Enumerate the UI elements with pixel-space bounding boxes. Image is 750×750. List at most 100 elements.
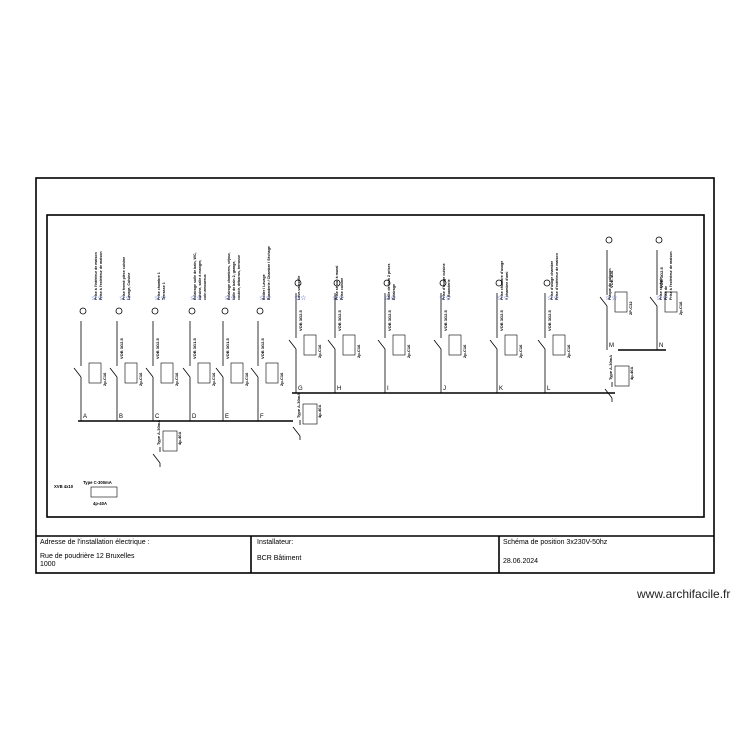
cable-rating: VOB 3G2.5: [499, 310, 504, 331]
outlet-symbol: [188, 307, 196, 315]
circuit-label: Prise chambre 1: [157, 272, 161, 300]
circuit-label: Prise séjour à mural: [335, 266, 339, 300]
differential-3: Type A-30mA 4p-40A: [604, 355, 634, 402]
differential-type: Type A-30mA: [156, 420, 161, 445]
circuit-letter: N: [659, 343, 663, 349]
circuit-label: + Buanderie: [447, 279, 451, 300]
device-icon: ☆☆: [439, 294, 452, 302]
main-box: [90, 486, 118, 498]
installer-label: Installateur:: [257, 539, 294, 546]
circuit-label: Plaque de cuisson: [608, 268, 612, 300]
breaker-box: [265, 362, 279, 384]
circuit-label: Prise de: [664, 286, 668, 300]
circuit-letter: B: [119, 414, 123, 420]
outlet-symbol: [655, 236, 663, 244]
circuit-breaker-contact: [327, 339, 336, 350]
device-icon: ☆☆: [332, 294, 345, 302]
schema-date: 28.06.2024: [503, 558, 539, 565]
device-icon: ☆☆: [259, 294, 272, 302]
circuit-label: Salle de bain 2 prises: [387, 263, 391, 300]
breaker-rating: 2p-C16: [102, 372, 107, 386]
circuit-label: Prise à l'intérieur de maison: [94, 252, 98, 300]
outlet-symbol: [79, 307, 87, 315]
circuit-letter: H: [337, 386, 341, 392]
device-icon: ☆☆: [497, 294, 510, 302]
cable-rating: VOB 3G2.5: [387, 310, 392, 331]
outlet-symbol: [221, 307, 229, 315]
circuit-breaker-contact: [433, 339, 442, 350]
differential-switch-contact: [152, 453, 161, 464]
breaker-rating: 2p-C16: [518, 344, 523, 358]
circuit-breaker-contact: [109, 367, 118, 378]
circuit-letter: A: [83, 414, 87, 420]
outlet-symbol: [605, 236, 613, 244]
cable-rating: VOB 3G2.5: [155, 338, 160, 359]
circuit-label: Éclairage salle de bain, WC,: [192, 252, 197, 300]
device-icon: ☆☆: [605, 294, 618, 302]
outlet-symbol: [115, 307, 123, 315]
circuit-letter: E: [225, 414, 229, 420]
circuit-letter: J: [443, 386, 446, 392]
circuit-breaker-contact: [599, 296, 608, 307]
circuit-breaker-contact: [537, 339, 546, 350]
address-label: Adresse de l'installation électrique :: [40, 539, 150, 546]
cable-rating: VOB 3G2.5: [659, 267, 664, 288]
breaker-box: [124, 362, 138, 384]
circuit-breaker-contact: [250, 367, 259, 378]
cable-rating: VOB 3G2.5: [119, 338, 124, 359]
breaker-box: [197, 362, 211, 384]
circuit-label: Lave-vaisselle: [297, 276, 301, 300]
differential-rating: 4p-40A: [629, 367, 634, 380]
outlet-symbol: [294, 279, 302, 287]
device-icon: ☆☆: [294, 294, 307, 302]
circuit-breaker-contact: [145, 367, 154, 378]
breaker-box: [552, 334, 566, 356]
circuit-label: Prise cuisine: [340, 278, 344, 300]
circuit-label: Éclairage chambres, séjour,: [226, 252, 231, 300]
circuit-letter: D: [192, 414, 197, 420]
schema-label: Schéma de position 3x230V-50hz: [503, 539, 608, 546]
circuit-label: Prise d'extérieur de maison: [555, 253, 559, 300]
breaker-rating: 2P-C32: [628, 301, 633, 315]
breaker-box: [614, 291, 628, 313]
differential-type: Type A-30mA: [296, 393, 301, 418]
circuit-breaker-contact: [649, 296, 658, 307]
breaker-rating: 2p-C16: [138, 372, 143, 386]
device-icon: ☆☆: [656, 294, 669, 302]
differential-rating: 4p-40A: [177, 432, 182, 445]
device-icon: ☆☆: [224, 294, 237, 302]
breaker-rating: 2p-C16: [356, 344, 361, 358]
differential-rating: 4p-40A: [317, 405, 322, 418]
circuit-breaker-contact: [377, 339, 386, 350]
device-icon: ☆☆: [384, 294, 397, 302]
device-icon: ☆☆: [119, 294, 132, 302]
cable-rating: VOB 3G1.5: [192, 338, 197, 359]
differential-type: Type A-30mA: [608, 355, 613, 380]
main-feed: XVB 4x10: [54, 484, 74, 489]
breaker-rating: 2p-C16: [566, 344, 571, 358]
differential-1: Type A-30mA 4p-40A: [152, 420, 182, 467]
differential-box: [162, 430, 178, 452]
circuit-label: salle de bain 2, garage,: [232, 261, 236, 300]
circuit-label: Buanderie / Chambre / Séchage: [267, 246, 271, 300]
breaker-rating: 2p-C16: [174, 372, 179, 386]
device-icon: ☆☆: [190, 294, 203, 302]
circuit-letter: C: [155, 414, 160, 420]
breaker-rating: 2p-C16: [244, 372, 249, 386]
differential-box: [614, 365, 630, 387]
device-icon: ☆☆: [91, 294, 104, 302]
address-line-1: Rue de poudrière 12 Bruxelles: [40, 553, 135, 560]
circuit-label: Terrasse 1: [162, 282, 166, 300]
outlet-symbol: [543, 279, 551, 287]
outlet-symbol: [383, 279, 391, 287]
